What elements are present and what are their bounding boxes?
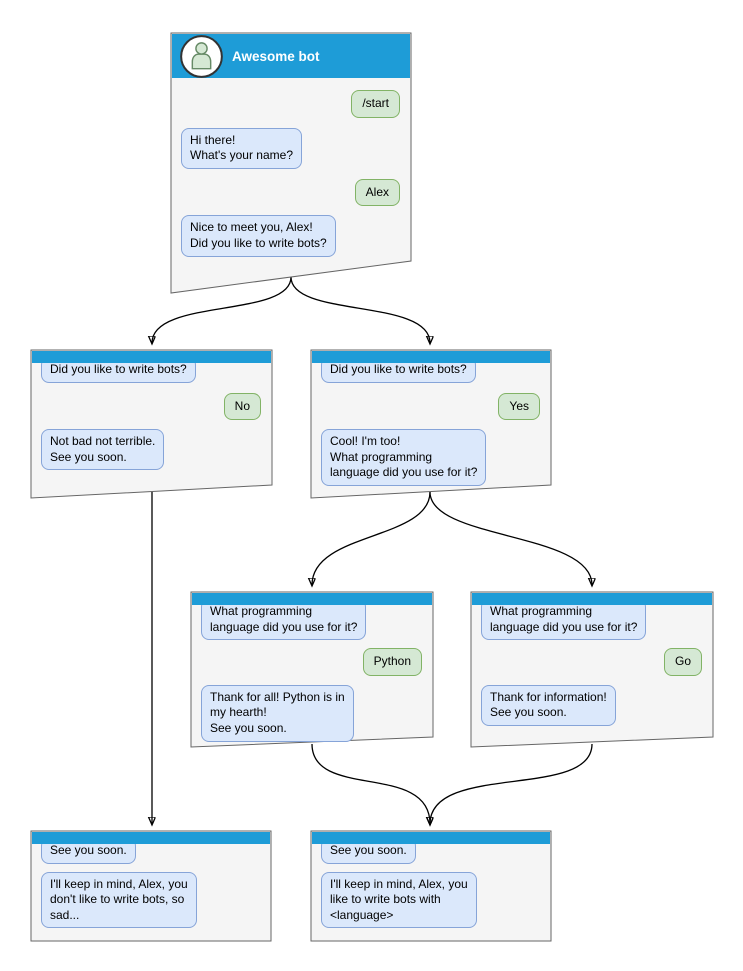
header-bar — [312, 832, 550, 844]
message-bubble-user: No — [223, 392, 261, 421]
arrow-yes-to-go — [429, 491, 592, 585]
chat-header: Awesome bot — [172, 34, 410, 78]
message-list: Did you like to write bots? No Not bad n… — [41, 350, 261, 498]
message-bubble-bot: What programming language did you use fo… — [201, 599, 367, 641]
chat-window-end-yes: See you soon. I'll keep in mind, Alex, y… — [311, 831, 551, 941]
chat-window-main: Awesome bot /start Hi there! What's your… — [171, 33, 411, 293]
header-bar — [32, 351, 271, 363]
message-bubble-user: Python — [362, 648, 422, 676]
person-avatar-icon — [180, 35, 223, 78]
chat-window-branch-no: Did you like to write bots? No Not bad n… — [31, 350, 272, 498]
message-bubble-user: /start — [351, 90, 400, 118]
chat-window-branch-python: What programming language did you use fo… — [191, 592, 433, 747]
chat-window-branch-go: What programming language did you use fo… — [471, 592, 713, 747]
chat-title: Awesome bot — [232, 48, 320, 64]
header-bar — [312, 351, 550, 363]
arrow-yes-to-python — [312, 491, 431, 585]
message-list: See you soon. I'll keep in mind, Alex, y… — [41, 831, 260, 941]
chat-window-end-no: See you soon. I'll keep in mind, Alex, y… — [31, 831, 271, 941]
message-bubble-bot: Hi there! What's your name? — [181, 127, 303, 169]
header-bar — [32, 832, 270, 844]
message-list: Did you like to write bots? Yes Cool! I'… — [321, 350, 540, 498]
message-bubble-user: Alex — [354, 178, 400, 207]
arrow-python-to-end — [311, 743, 430, 824]
message-list: /start Hi there! What's your name? Alex … — [181, 78, 400, 293]
message-bubble-user: Go — [663, 648, 702, 676]
message-bubble-bot: I'll keep in mind, Alex, you like to wri… — [321, 871, 477, 929]
message-bubble-bot: I'll keep in mind, Alex, you don't like … — [41, 871, 197, 929]
arrow-go-to-end — [430, 743, 593, 824]
message-list: What programming language did you use fo… — [201, 592, 422, 747]
message-bubble-bot: Thank for information! See you soon. — [481, 684, 616, 726]
header-bar — [192, 593, 432, 605]
message-bubble-bot: Not bad not terrible. See you soon. — [41, 429, 165, 471]
message-list: What programming language did you use fo… — [481, 592, 702, 747]
message-bubble-bot: Thank for all! Python is in my hearth! S… — [201, 684, 354, 742]
message-bubble-bot: What programming language did you use fo… — [481, 599, 647, 641]
chat-window-branch-yes: Did you like to write bots? Yes Cool! I'… — [311, 350, 551, 498]
message-bubble-bot: Cool! I'm too! What programming language… — [321, 429, 487, 486]
message-bubble-bot: Nice to meet you, Alex! Did you like to … — [181, 215, 336, 257]
message-bubble-user: Yes — [498, 392, 540, 421]
message-list: See you soon. I'll keep in mind, Alex, y… — [321, 831, 540, 941]
header-bar — [472, 593, 712, 605]
